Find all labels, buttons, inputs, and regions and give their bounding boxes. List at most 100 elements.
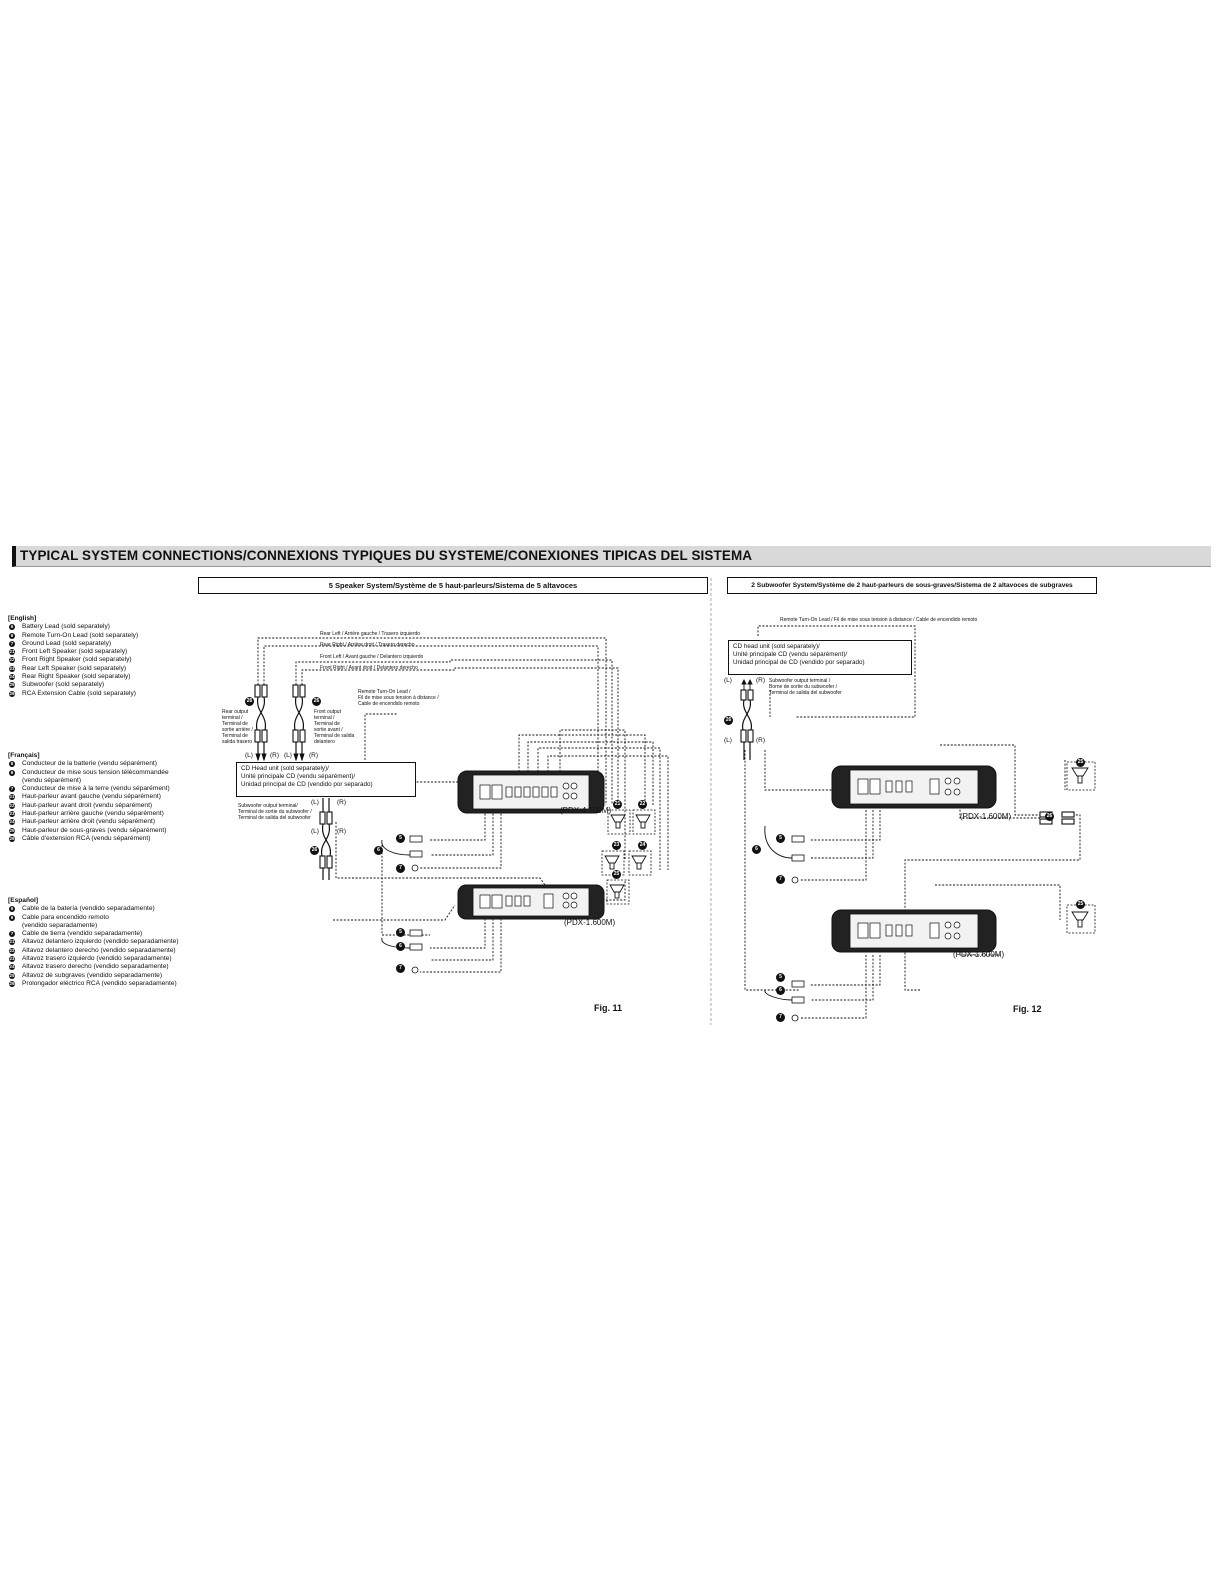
legend-item-number: 26 [9, 835, 15, 842]
legend-item-number: 25 [9, 682, 15, 689]
fig12-callout-6-b: 6 [776, 986, 785, 995]
legend-item: 21 Front Left Speaker (sold separately) [8, 648, 138, 656]
legend-item-number: 5 [9, 906, 15, 913]
callout-6-b: 6 [396, 942, 405, 951]
legend-item-number: 24 [9, 819, 15, 826]
front-right-label: Front Right / Avant droit / Delantero de… [320, 665, 418, 671]
fig12-callout-26-b: 26 [1045, 812, 1054, 821]
legend-item-number: 23 [9, 956, 15, 963]
head-unit-fig12: CD head unit (sold separately)/Unité pri… [728, 640, 912, 675]
legend-item: 24 Rear Right Speaker (sold separately) [8, 673, 138, 681]
legend-item-text: Cable de tierra (vendido separadamente) [22, 930, 143, 938]
legend-item-number: 6 [9, 632, 15, 639]
callout-24: 24 [638, 841, 647, 850]
legend-item-text: Altavoz trasero derecho (vendido separad… [22, 963, 169, 971]
fig12-sub-output-label: Subwoofer output terminal /Borne de sort… [769, 678, 842, 696]
fig12-callout-25-b: 25 [1076, 900, 1085, 909]
callout-25-fig11: 25 [612, 870, 621, 879]
remote-lead-label: Remote Turn-On Lead /Fil de mise sous te… [358, 689, 439, 707]
legend-item-number: 23 [9, 811, 15, 818]
legend-item: 7 Cable de tierra (vendido separadamente) [8, 930, 179, 938]
page-title: TYPICAL SYSTEM CONNECTIONS/CONNEXIONS TY… [20, 548, 753, 563]
fig12-label-r: (R) [756, 737, 766, 744]
legend-item-text: Cable para encendido remoto [22, 913, 109, 921]
callout-22: 22 [638, 800, 647, 809]
fig12-callout-5-a: 5 [776, 834, 785, 843]
callout-7-b: 7 [396, 964, 405, 973]
callout-5-a: 5 [396, 834, 405, 843]
rear-left-label: Rear Left / Arrière gauche / Trasero izq… [320, 631, 421, 637]
legend-item-number: 5 [9, 624, 15, 631]
legend-item: 24 Haut-parleur arrière droit (vendu sépa… [8, 818, 170, 826]
legend-item-text: Conducteur de la batterie (vendu séparém… [22, 760, 157, 768]
legend-item-number: 25 [9, 827, 15, 834]
sub-output-label-fig11: Subwoofer output terminal/Terminal de so… [238, 803, 312, 821]
front-left-label: Front Left / Avant gauche / Delantero iz… [320, 654, 424, 660]
label-rear-l: (L) [245, 752, 253, 759]
legend-item-text: Haut-parleur de sous-graves (vendu sépar… [22, 826, 167, 834]
legend-item-number: 25 [9, 972, 15, 979]
legend-item-text: Haut-parleur avant gauche (vendu séparém… [22, 793, 161, 801]
fig12-callout-5-b: 5 [776, 973, 785, 982]
fig12-label-l: (L) [724, 737, 732, 744]
callout-6-a: 6 [374, 846, 383, 855]
legend-item-continuation: (vendu séparément) [22, 776, 82, 784]
legend-item-continuation: (vendido separadamente) [22, 921, 98, 929]
amp1-model-fig11: (PDX-4.100M) [560, 806, 612, 815]
legend-item-text: Conducteur de mise à la terre (vendu sép… [22, 785, 170, 793]
legend-item-number: 26 [9, 690, 15, 697]
fig12-label-r-top: (R) [756, 677, 766, 684]
title-bar [12, 546, 1211, 567]
legend-header: [Español] [8, 897, 39, 904]
legend-item-number: 22 [9, 657, 15, 664]
legend-item-number: 22 [9, 802, 15, 809]
callout-21: 21 [613, 800, 622, 809]
legend-item-number: 21 [9, 939, 15, 946]
legend-item-number: 7 [9, 786, 15, 793]
legend-item: 26 Câble d'extension RCA (vendu séparémen… [8, 835, 170, 843]
legend-item-text: Altavoz trasero izquierdo (vendido separ… [22, 955, 172, 963]
legend-item-number: 7 [9, 931, 15, 938]
legend-item-number: 24 [9, 674, 15, 681]
legend-item-text: Altavoz de subgraves (vendido separadame… [22, 971, 163, 979]
legend-item: 25 Altavoz de subgraves (vendido separada… [8, 972, 179, 980]
fig12-section-title: 2 Subwoofer System/Système de 2 haut-par… [727, 577, 1097, 594]
legend-item-text: Altavoz delantero derecho (vendido separ… [22, 946, 176, 954]
legend-item-text: Altavoz delantero izquierdo (vendido sep… [22, 938, 179, 946]
label-sub-r-top: (R) [337, 799, 347, 806]
label-front-l: (L) [284, 752, 292, 759]
fig12-callout-7-a: 7 [776, 875, 785, 884]
legend-item-number: 26 [9, 980, 15, 987]
fig12-callout-25-a: 25 [1076, 758, 1085, 767]
amp-fig12-top [831, 765, 997, 809]
legend-item: 21 Haut-parleur avant gauche (vendu sépar… [8, 793, 170, 801]
legend-item-number: 21 [9, 649, 15, 656]
callout-26-rear: 26 [245, 697, 254, 706]
fig12-callout-26-a: 26 [724, 716, 733, 725]
legend-item: 21 Altavoz delantero izquierdo (vendido s… [8, 938, 179, 946]
amp-fig11-top [457, 770, 605, 814]
legend-item-text: Front Left Speaker (sold separately) [22, 648, 128, 656]
legend-item-text: Câble d'extension RCA (vendu séparément) [22, 834, 151, 842]
legend-item-text: Haut-parleur arrière droit (vendu séparé… [22, 818, 156, 826]
legend-item: 23 Altavoz trasero izquierdo (vendido sep… [8, 955, 179, 963]
fig12-remote-label: Remote Turn-On Lead / Fil de mise sous t… [780, 617, 978, 623]
fig12-callout-6-a: 6 [752, 845, 761, 854]
legend-item-text: Rear Right Speaker (sold separately) [22, 673, 131, 681]
legend-item-number: 21 [9, 794, 15, 801]
